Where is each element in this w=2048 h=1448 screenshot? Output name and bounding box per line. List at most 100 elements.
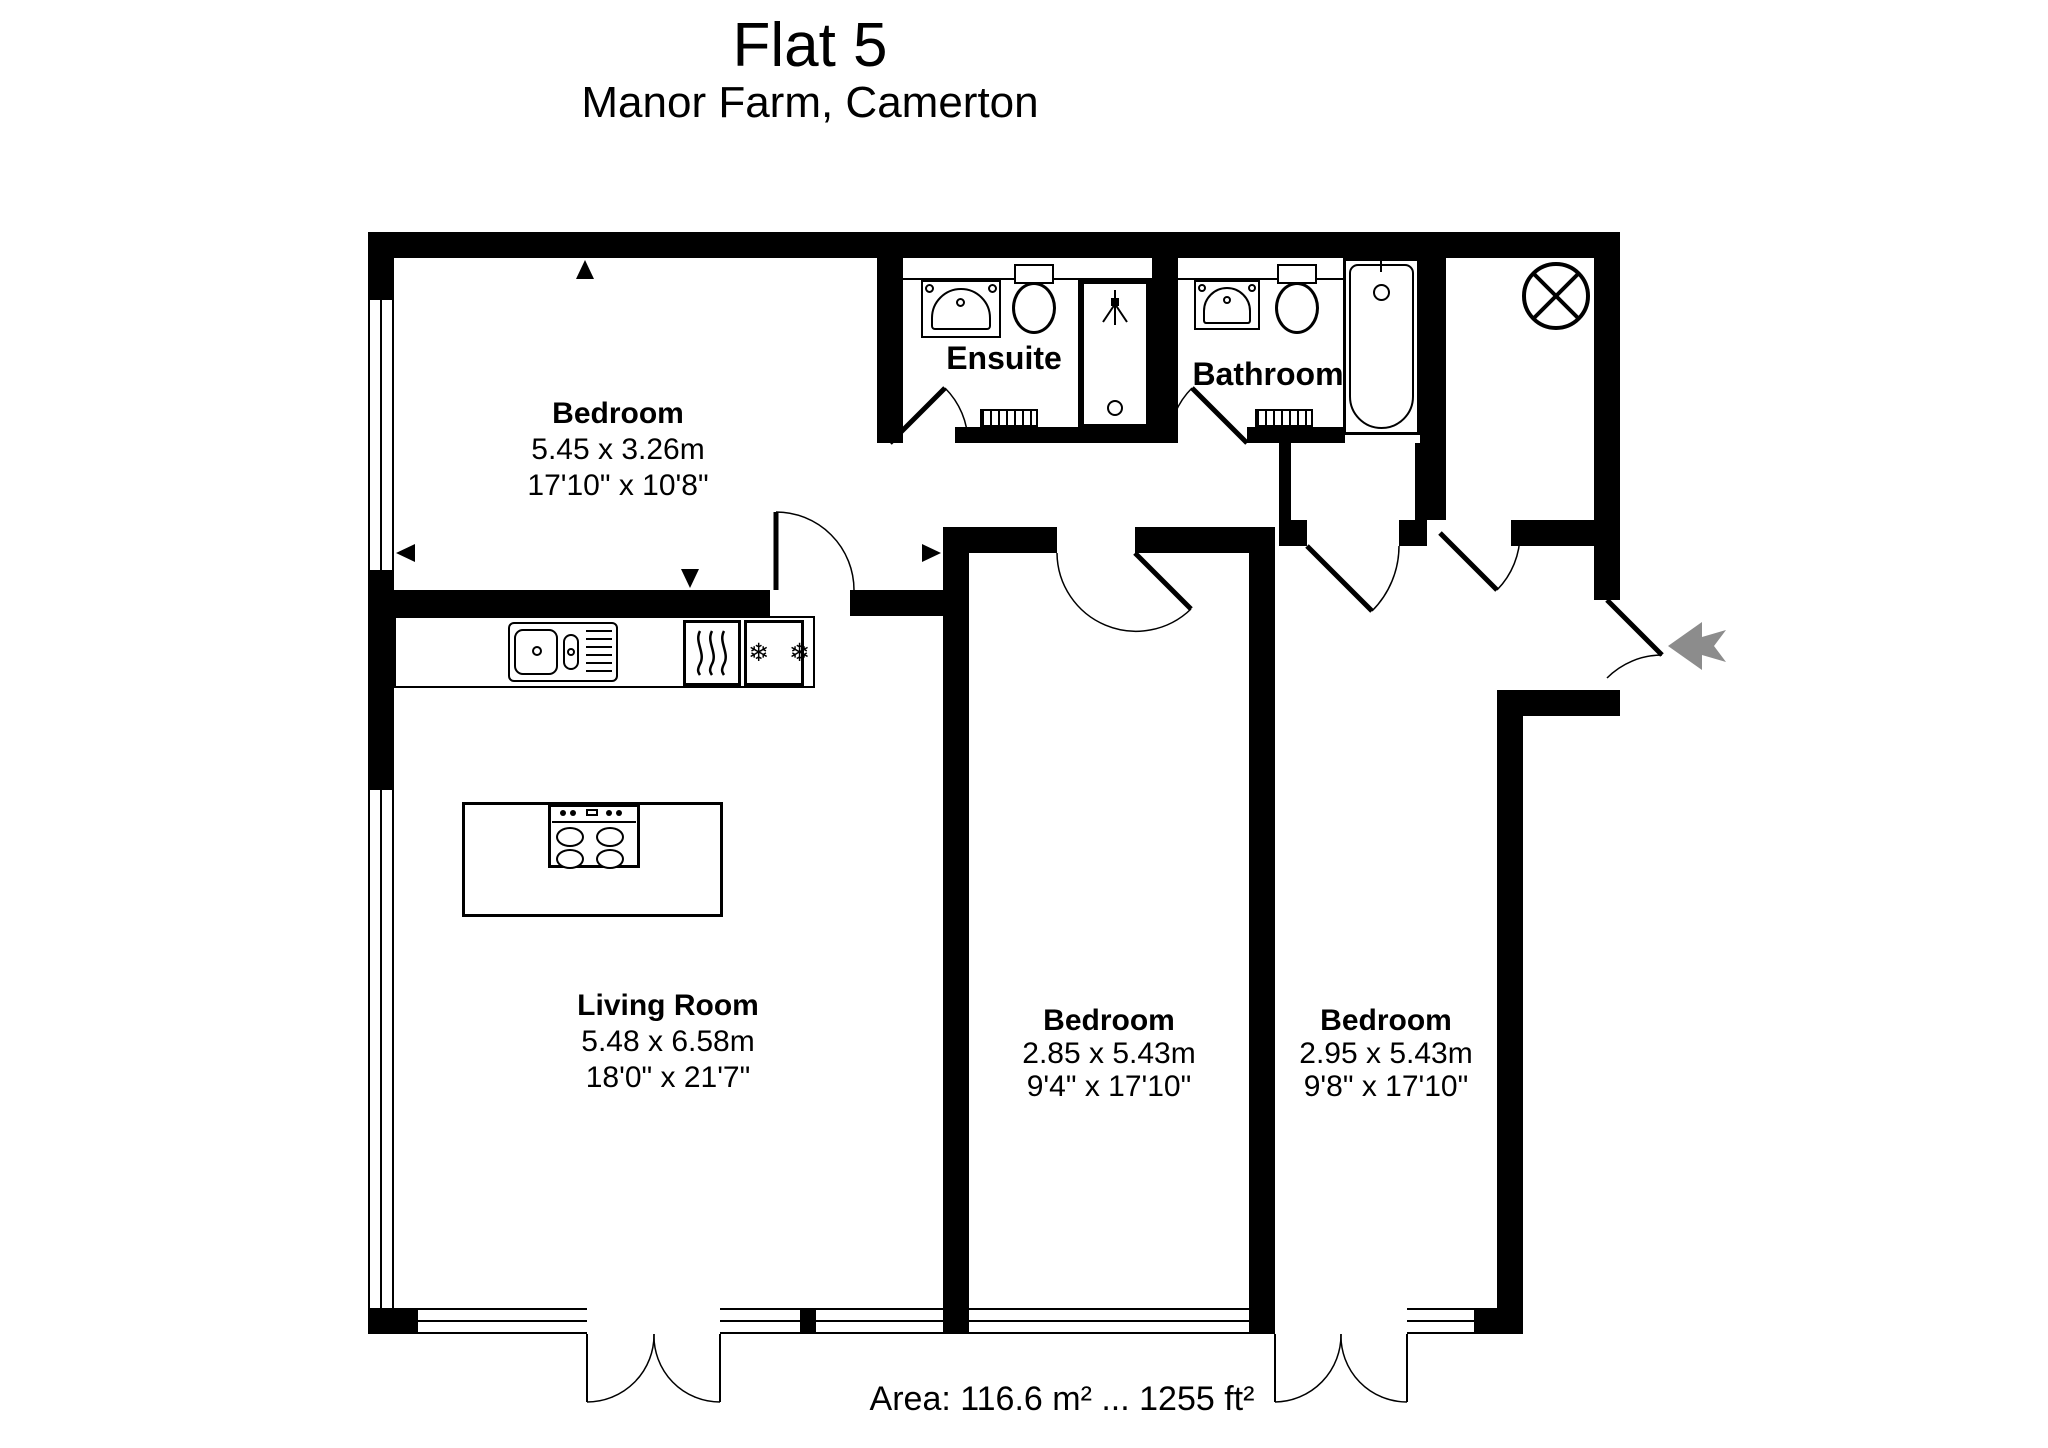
- wall-right-lower: [1497, 716, 1523, 1334]
- bedroom2-door: [1056, 551, 1193, 633]
- window-bedroom1-west: [368, 300, 394, 570]
- kitchen-tap-2: [567, 648, 575, 656]
- bedroom2-name: Bedroom: [1043, 1004, 1175, 1037]
- page-subtitle: Manor Farm, Camerton: [581, 78, 1039, 127]
- extractor-fan-icon: [1522, 262, 1590, 330]
- cupboard-jamb-left: [1279, 520, 1307, 546]
- fridge-freezer: [744, 620, 804, 686]
- wall-ensuite-bathroom: [1152, 258, 1178, 443]
- window-living-south-3: [816, 1308, 943, 1334]
- bathroom-toilet-bowl: [1275, 282, 1319, 334]
- window-living-south-2: [720, 1308, 800, 1334]
- window-bedroom2-south: [969, 1308, 1249, 1334]
- ensuite-sink-tap-right: [988, 284, 997, 293]
- wall-bedroom1-ensuite: [877, 258, 903, 443]
- bedroom1-label: Bedroom 5.45 x 3.26m 17'10" x 10'8": [527, 396, 708, 504]
- bathroom-sink-basin: [1203, 287, 1251, 324]
- hob-burner: [556, 827, 584, 847]
- wall-bottom-left-corner: [368, 1308, 418, 1334]
- wall-hall-south-a: [969, 527, 1057, 553]
- wall-hall-jamb: [943, 527, 969, 616]
- ensuite-radiator: [980, 409, 1038, 427]
- dimension-arrow-down: [681, 569, 699, 588]
- kitchen-drainer: [586, 630, 612, 674]
- window-living-west: [368, 790, 394, 1308]
- bathroom-counter-line: [1178, 278, 1343, 280]
- wall-ensuite-south: [955, 427, 1152, 443]
- oven: [683, 620, 741, 686]
- bedroom3-metric: 2.95 x 5.43m: [1299, 1037, 1473, 1070]
- hob-control-switch: [586, 809, 598, 816]
- bedroom2-imperial: 9'4" x 17'10": [1026, 1070, 1192, 1103]
- living-room-label: Living Room 5.48 x 6.58m 18'0" x 21'7": [577, 988, 759, 1096]
- oven-heat-icon: [696, 630, 727, 676]
- hob-control-dot: [560, 810, 566, 816]
- bedroom2-label: Bedroom 2.85 x 5.43m 9'4" x 17'10": [1022, 1004, 1195, 1103]
- wall-bedroom2-bedroom3: [1249, 527, 1275, 1334]
- wall-entry-step: [1497, 690, 1620, 716]
- bathroom-label: Bathroom: [1192, 356, 1344, 392]
- ensuite-door: [888, 386, 969, 445]
- ensuite-label: Ensuite: [946, 340, 1062, 376]
- hob-control-line: [552, 821, 636, 823]
- wall-living-bedroom2: [943, 616, 969, 1334]
- living-room-name: Living Room: [577, 989, 759, 1022]
- wall-bathroom-south: [1247, 427, 1345, 443]
- bedroom3-door: [1438, 531, 1521, 592]
- ensuite-sink-drain: [956, 298, 965, 307]
- bathroom-sink-tap-right: [1248, 284, 1256, 292]
- living-french-doors: [586, 1333, 721, 1403]
- entry-arrow-icon: [1668, 622, 1726, 670]
- area-note: Area: 116.6 m² ... 1255 ft²: [869, 1380, 1255, 1418]
- hob-control-dot: [570, 810, 576, 816]
- hob-burner: [596, 827, 624, 847]
- bedroom1-metric: 5.45 x 3.26m: [531, 433, 705, 466]
- bedroom3-imperial: 9'8" x 17'10": [1303, 1070, 1469, 1103]
- bathroom-sink-drain: [1223, 296, 1231, 304]
- hob-control-dot: [616, 810, 622, 816]
- wall-hall-south-b: [1135, 527, 1249, 553]
- shower-drain-icon: [1107, 400, 1123, 416]
- wall-bottom-mullion: [800, 1308, 816, 1334]
- bathtub-tap: [1373, 284, 1390, 301]
- hob-burner: [596, 849, 624, 869]
- cupboard-door: [1305, 544, 1400, 613]
- ensuite-sink-tap-left: [925, 284, 934, 293]
- page-title: Flat 5: [732, 11, 888, 80]
- shower-head-icon: [1102, 290, 1128, 325]
- cupboard-jamb-right: [1399, 520, 1427, 546]
- wall-bottom-right-corner: [1474, 1308, 1523, 1334]
- window-living-south-1: [418, 1308, 587, 1334]
- living-room-imperial: 18'0" x 21'7": [585, 1061, 751, 1094]
- ensuite-sink-basin: [931, 288, 991, 330]
- living-room-metric: 5.48 x 6.58m: [581, 1025, 755, 1058]
- front-door: [1605, 598, 1664, 679]
- wall-hall-south-c: [1511, 520, 1594, 546]
- dimension-arrow-right: [922, 544, 941, 562]
- wall-bedroom1-living: [394, 590, 770, 616]
- bathroom-door: [1168, 386, 1249, 445]
- wall-top: [368, 232, 1620, 258]
- hob-burner: [556, 849, 584, 869]
- bedroom3-label: Bedroom 2.95 x 5.43m 9'8" x 17'10": [1299, 1004, 1472, 1103]
- bathroom-radiator: [1255, 409, 1313, 427]
- wall-left-upper: [368, 232, 394, 300]
- wall-right-upper: [1594, 232, 1620, 600]
- dimension-arrow-left: [396, 544, 415, 562]
- kitchen-tap-1: [532, 646, 542, 656]
- bedroom1-door: [773, 511, 855, 591]
- wall-left-mid: [368, 570, 394, 790]
- dimension-arrow-up: [576, 260, 594, 279]
- bathroom-sink-tap-left: [1198, 284, 1206, 292]
- bedroom3-name: Bedroom: [1320, 1004, 1452, 1037]
- bedroom1-imperial: 17'10" x 10'8": [527, 469, 709, 502]
- bathtub-tick: [1380, 260, 1382, 272]
- hob-control-dot: [606, 810, 612, 816]
- bedroom2-metric: 2.85 x 5.43m: [1022, 1037, 1196, 1070]
- fridge-snowflake-icon: ❄ ❄: [748, 638, 816, 667]
- window-bedroom3-south: [1407, 1308, 1474, 1334]
- ensuite-toilet-bowl: [1012, 282, 1056, 334]
- bedroom3-french-doors: [1274, 1333, 1408, 1403]
